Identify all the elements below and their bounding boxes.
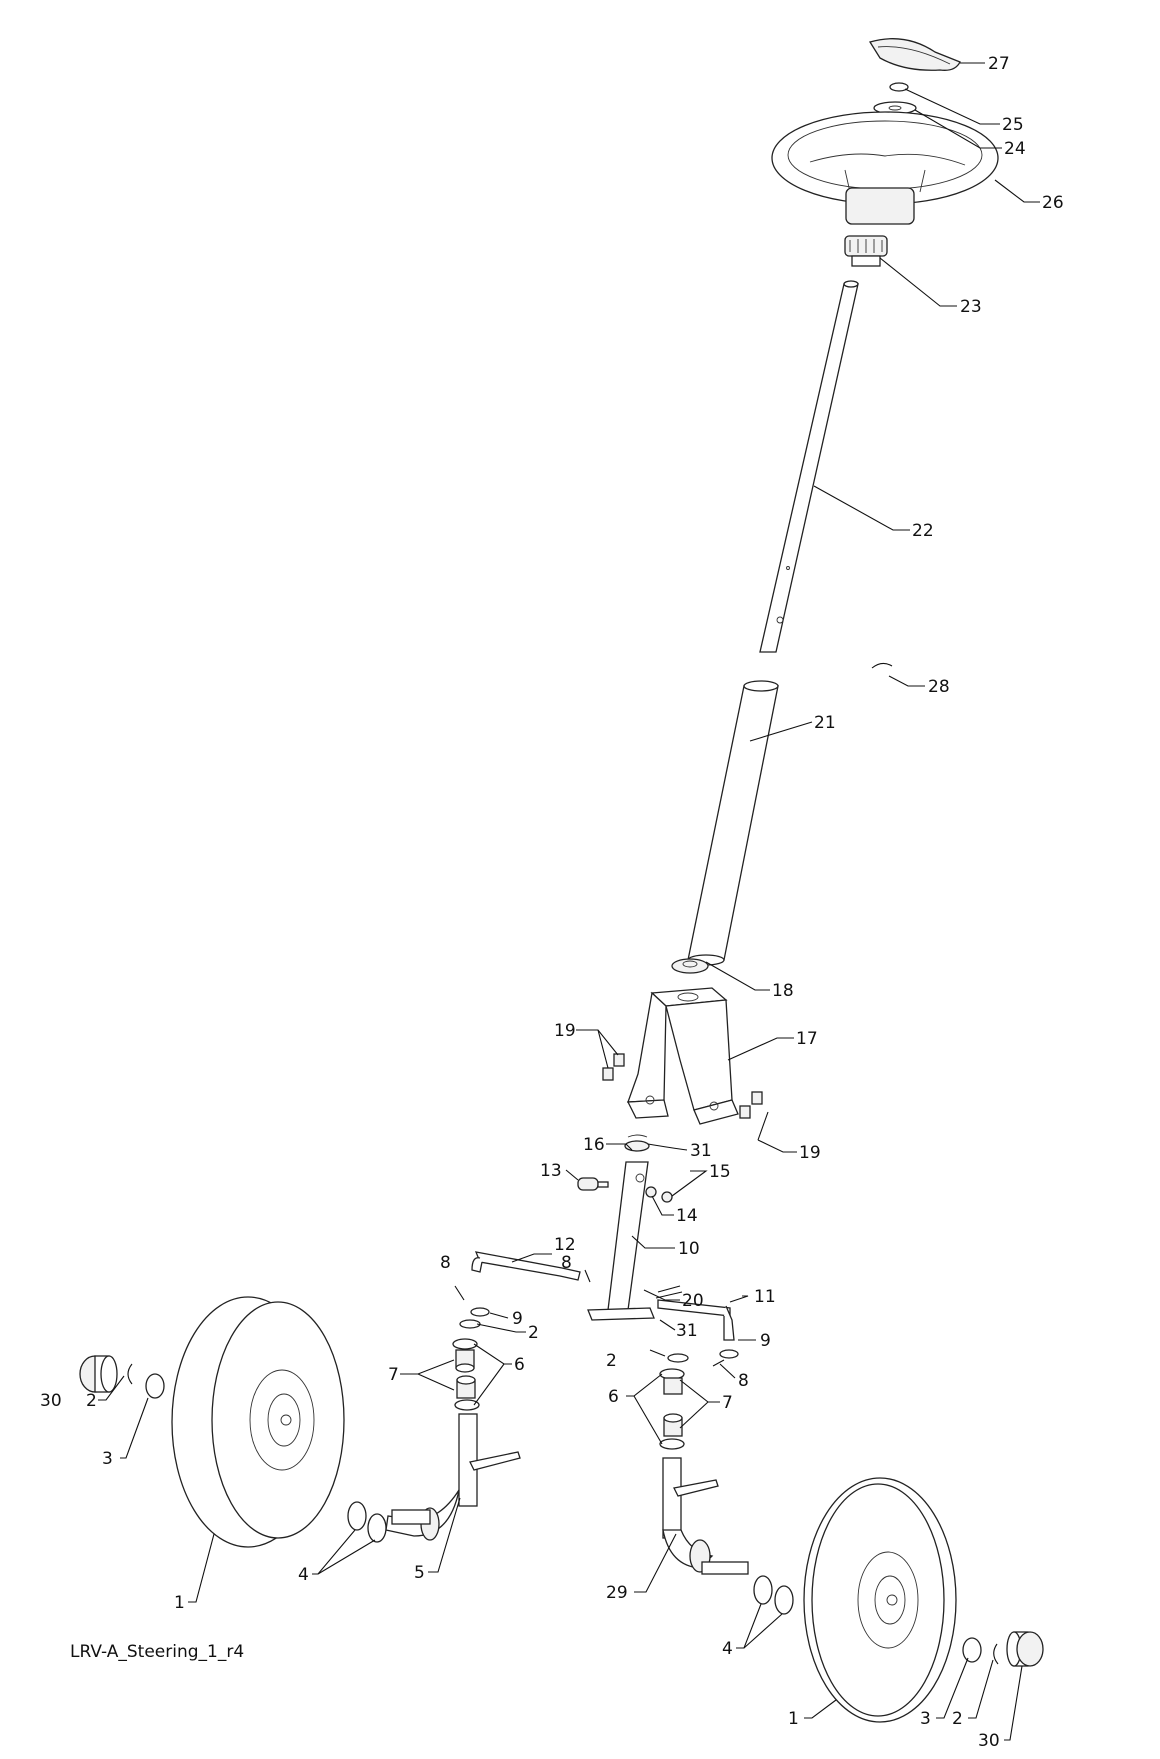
bolt-19 — [602, 1053, 763, 1119]
callout-31-bottom: 31 — [676, 1321, 698, 1341]
drawing-caption: LRV-A_Steering_1_r4 — [70, 1642, 245, 1662]
callout-1-right: 1 — [788, 1709, 799, 1729]
steering-shaft-22 — [759, 280, 859, 653]
sector-shaft-10 — [587, 1134, 655, 1321]
clip-28 — [871, 662, 893, 669]
callout-3-left: 3 — [102, 1449, 113, 1469]
column-bracket-17 — [626, 987, 739, 1125]
callout-14: 14 — [676, 1206, 698, 1226]
tie-rod-11 — [657, 1299, 735, 1341]
washer-24 — [873, 101, 917, 115]
leader-lines — [98, 62, 1040, 1741]
callout-15: 15 — [709, 1162, 731, 1182]
left-hub-cap-30 — [79, 1355, 118, 1393]
callout-1-left: 1 — [174, 1593, 185, 1613]
callout-2-right: 2 — [952, 1709, 963, 1729]
callout-29: 29 — [606, 1583, 628, 1603]
callout-19-left: 19 — [554, 1021, 576, 1041]
callout-9-right: 9 — [760, 1331, 771, 1351]
callout-3-right: 3 — [920, 1709, 931, 1729]
right-spindle-29 — [662, 1457, 749, 1575]
callout-30-left: 30 — [40, 1391, 62, 1411]
callout-6-right: 6 — [608, 1387, 619, 1407]
right-wheel-1 — [803, 1477, 957, 1723]
screw-25 — [889, 82, 909, 92]
right-clip-2 — [993, 1643, 999, 1665]
callout-12: 12 — [554, 1235, 576, 1255]
cotter-pin-8 — [454, 1269, 725, 1367]
callout-17: 17 — [796, 1029, 818, 1049]
callout-21: 21 — [814, 713, 836, 733]
left-wheel-1 — [171, 1296, 345, 1548]
callout-4-right: 4 — [722, 1639, 733, 1659]
callout-22: 22 — [912, 521, 934, 541]
callout-30-right: 30 — [978, 1731, 1000, 1751]
callout-18: 18 — [772, 981, 794, 1001]
pin-13 — [577, 1177, 609, 1191]
callout-26: 26 — [1042, 193, 1064, 213]
callout-5: 5 — [414, 1563, 425, 1583]
callout-23: 23 — [960, 297, 982, 317]
callout-2-center-left: 2 — [528, 1323, 539, 1343]
callout-11: 11 — [754, 1287, 776, 1307]
callout-31-top: 31 — [690, 1141, 712, 1161]
right-washer-3 — [962, 1637, 982, 1663]
callout-4-left: 4 — [298, 1565, 309, 1585]
left-clip-2 — [127, 1363, 133, 1385]
left-spindle-5 — [385, 1413, 521, 1541]
callout-20: 20 — [682, 1291, 704, 1311]
callout-19-right: 19 — [799, 1143, 821, 1163]
nut-14 — [645, 1186, 657, 1198]
callout-13: 13 — [540, 1161, 562, 1181]
right-hub-cap-30 — [1006, 1631, 1044, 1667]
callout-24: 24 — [1004, 139, 1026, 159]
left-washer-3 — [145, 1373, 165, 1399]
column-tube-21 — [687, 680, 779, 966]
left-spindle-parts — [452, 1319, 481, 1411]
tie-rod-12 — [471, 1251, 581, 1281]
washers-4-right — [753, 1575, 794, 1615]
wheel-cap-27 — [868, 38, 961, 71]
washer-9 — [470, 1307, 739, 1359]
callout-28: 28 — [928, 677, 950, 697]
clip-20 — [655, 1285, 683, 1299]
callout-10: 10 — [678, 1239, 700, 1259]
bushing-18 — [671, 958, 709, 974]
washers-4-left — [347, 1501, 387, 1543]
callout-6-left: 6 — [514, 1355, 525, 1375]
callout-2-left: 2 — [86, 1391, 97, 1411]
callout-2-center-right: 2 — [606, 1351, 617, 1371]
callout-27: 27 — [988, 54, 1010, 74]
callout-9-left: 9 — [512, 1309, 523, 1329]
callout-16: 16 — [583, 1135, 605, 1155]
callout-8-mid: 8 — [561, 1253, 572, 1273]
callout-8-right: 8 — [738, 1371, 749, 1391]
steering-wheel-26 — [771, 111, 999, 225]
callout-7-right: 7 — [722, 1393, 733, 1413]
right-spindle-parts — [659, 1353, 689, 1450]
nut-15 — [661, 1191, 673, 1203]
callout-labels: 27 25 24 26 23 22 28 21 18 17 19 19 16 3… — [40, 54, 1064, 1751]
callout-8-left: 8 — [440, 1253, 451, 1273]
callout-7-left: 7 — [388, 1365, 399, 1385]
callout-25: 25 — [1002, 115, 1024, 135]
adapter-23 — [844, 235, 888, 267]
